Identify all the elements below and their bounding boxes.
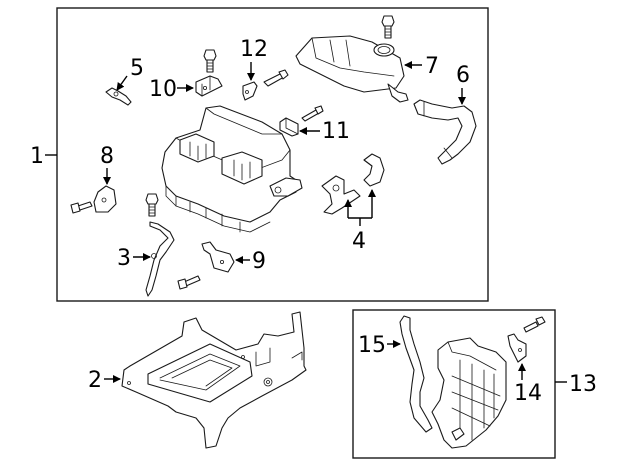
callout-5[interactable]: 5 bbox=[116, 56, 144, 91]
inverter-unit[interactable] bbox=[161, 105, 303, 233]
callout-12-label: 12 bbox=[240, 37, 268, 62]
callout-11[interactable]: 11 bbox=[299, 119, 350, 144]
bolt-icon bbox=[263, 69, 289, 87]
callout-15-label: 15 bbox=[358, 333, 386, 358]
callout-4[interactable]: 4 bbox=[344, 189, 376, 254]
bolt-icon bbox=[203, 49, 217, 73]
callout-1-label: 1 bbox=[30, 144, 44, 169]
callout-8[interactable]: 8 bbox=[100, 144, 114, 185]
callout-2-label: 2 bbox=[88, 368, 102, 393]
callout-11-label: 11 bbox=[322, 119, 350, 144]
callout-4-label: 4 bbox=[352, 229, 366, 254]
part-3-wire-harness[interactable] bbox=[145, 221, 175, 297]
callout-9[interactable]: 9 bbox=[235, 249, 266, 274]
callout-5-label: 5 bbox=[130, 56, 144, 81]
callout-2[interactable]: 2 bbox=[88, 368, 121, 393]
part-12-angle-bracket[interactable] bbox=[242, 81, 258, 101]
callout-1[interactable]: 1 bbox=[30, 144, 57, 169]
callout-5-arrow bbox=[116, 75, 128, 91]
part-8-bracket-sensor[interactable] bbox=[93, 185, 117, 213]
callout-6[interactable]: 6 bbox=[456, 63, 470, 105]
bolt-icon bbox=[523, 316, 546, 333]
part-2-mounting-tray[interactable] bbox=[121, 311, 307, 449]
callout-13[interactable]: 13 bbox=[555, 372, 597, 397]
callout-14-label: 14 bbox=[514, 381, 542, 406]
callout-4-leader bbox=[348, 217, 372, 226]
callout-7[interactable]: 7 bbox=[404, 54, 439, 79]
callout-7-label: 7 bbox=[425, 54, 439, 79]
bolt-icon bbox=[145, 193, 159, 217]
converter-unit[interactable] bbox=[431, 337, 507, 449]
callout-6-label: 6 bbox=[456, 63, 470, 88]
part-6-coolant-hose[interactable] bbox=[413, 99, 477, 165]
callout-10-label: 10 bbox=[149, 77, 177, 102]
part-15-converter-hose[interactable] bbox=[399, 315, 433, 433]
callout-15[interactable]: 15 bbox=[358, 333, 401, 358]
part-7-coolant-reservoir[interactable] bbox=[295, 35, 409, 103]
callout-10[interactable]: 10 bbox=[149, 77, 194, 102]
bolt-icon bbox=[70, 201, 93, 214]
callout-3[interactable]: 3 bbox=[117, 246, 151, 271]
callout-13-label: 13 bbox=[569, 372, 597, 397]
callout-3-label: 3 bbox=[117, 246, 131, 271]
bolt-icon bbox=[301, 105, 324, 122]
part-5-clip[interactable] bbox=[105, 87, 132, 106]
part-10-bracket[interactable] bbox=[195, 75, 223, 97]
part-14-converter-bracket[interactable] bbox=[507, 333, 527, 363]
bolt-icon bbox=[381, 15, 395, 39]
callout-12[interactable]: 12 bbox=[240, 37, 268, 81]
bolt-icon bbox=[177, 275, 201, 290]
callout-9-label: 9 bbox=[252, 249, 266, 274]
part-11-connector-bracket[interactable] bbox=[279, 117, 299, 137]
part-9-lower-bracket[interactable] bbox=[201, 241, 235, 273]
callout-8-label: 8 bbox=[100, 144, 114, 169]
callout-14[interactable]: 14 bbox=[514, 363, 542, 406]
